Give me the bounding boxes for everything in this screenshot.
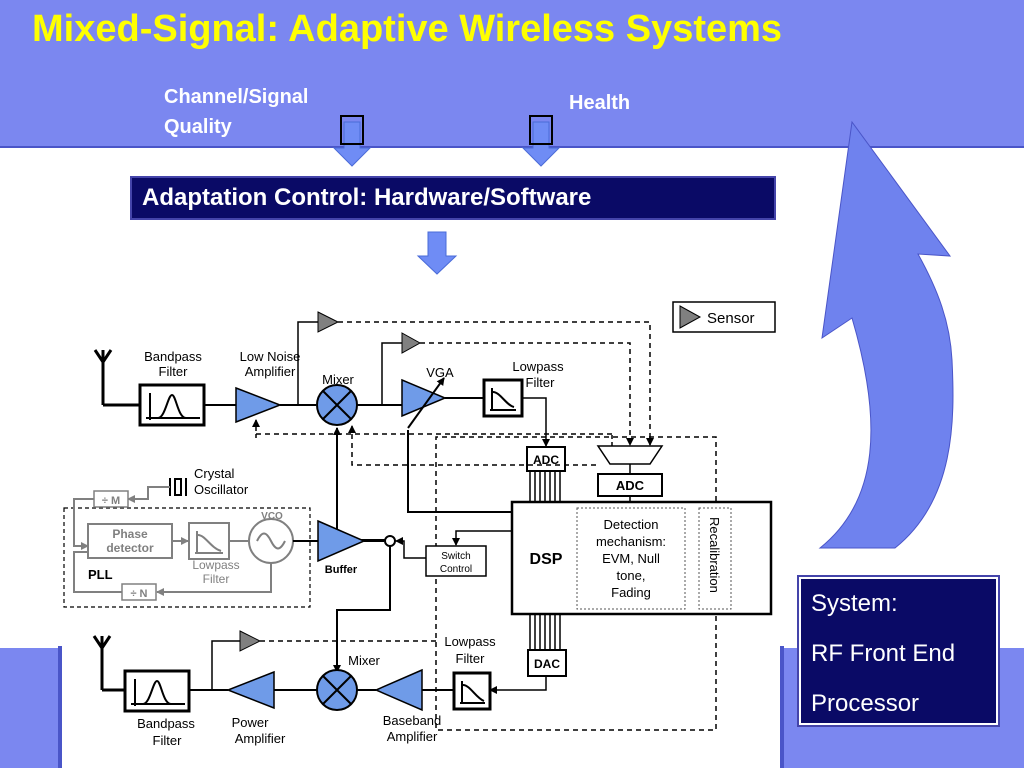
adc-top-label: ADC — [533, 453, 559, 467]
crystal-label: Oscillator — [194, 482, 249, 497]
pll-label: PLL — [88, 567, 113, 582]
tx-lowpass-label: Lowpass — [444, 634, 496, 649]
detection-mechanism-box — [576, 507, 686, 610]
baseband-label: Baseband — [383, 713, 442, 728]
crystal-oscillator-icon — [169, 478, 187, 496]
channel-quality-line1: Channel/Signal — [164, 86, 309, 108]
phase-detector-block — [87, 523, 173, 559]
crystal-label: Crystal — [194, 466, 235, 481]
power-amplifier-label: Amplifier — [235, 731, 286, 746]
baseband-label: Amplifier — [387, 729, 438, 744]
channel-marker-icon — [340, 115, 364, 145]
lna-label: Amplifier — [245, 364, 296, 379]
dsp-label: DSP — [530, 551, 563, 568]
sensor-triangle — [239, 630, 262, 652]
recalibration-box — [698, 507, 732, 610]
tx-lowpass-label: Filter — [456, 651, 486, 666]
channel-quality-label: Channel/Signal Quality — [164, 82, 308, 142]
phase-detector-label: detector — [106, 541, 154, 555]
rx-lowpass-label: Lowpass — [512, 359, 564, 374]
lo-split-node — [384, 535, 396, 547]
pll-lowpass-label: Lowpass — [192, 558, 239, 572]
rx-mixer-label: Mixer — [322, 372, 354, 387]
switch-control-block — [425, 545, 487, 577]
channel-quality-line2: Quality — [164, 116, 232, 138]
dac-label: DAC — [534, 657, 560, 671]
sensor-legend-icon — [679, 305, 702, 329]
down-arrow-icon — [416, 231, 458, 275]
rx-lowpass-label: Filter — [526, 375, 556, 390]
rx-bandpass-label: Filter — [159, 364, 189, 379]
power-amplifier — [225, 670, 275, 710]
tx-mixer-label: Mixer — [348, 653, 380, 668]
recalibration-label: Recalibration — [707, 517, 722, 593]
detection-label: mechanism: — [596, 534, 666, 549]
rx-antenna-icon — [93, 349, 113, 405]
tx-antenna-icon — [92, 635, 112, 690]
health-label: Health — [569, 92, 631, 114]
feedback-curved-arrow — [818, 120, 954, 549]
adaptation-control-box: Adaptation Control: Hardware/Software — [130, 176, 776, 220]
adaptation-control-label: Adaptation Control: Hardware/Software — [142, 184, 592, 211]
pll-lowpass-label: Filter — [203, 572, 230, 586]
lna-amplifier — [235, 386, 283, 424]
header-band — [0, 0, 1024, 146]
switch-control-label: Control — [440, 564, 472, 575]
page-title: Mixed-Signal: Adaptive Wireless Systems — [32, 8, 783, 50]
tx-bandpass-label: Filter — [153, 733, 183, 748]
tx-bandpass-label: Bandpass — [137, 716, 195, 731]
system-line3: Processor — [811, 690, 920, 717]
adc-mid-label: ADC — [616, 478, 645, 493]
health-marker-icon — [529, 115, 553, 145]
buffer-label: Buffer — [325, 564, 358, 576]
power-amplifier-label: Power — [232, 715, 270, 730]
system-line1: System: — [811, 590, 898, 617]
sensor-mux — [596, 445, 664, 465]
detection-label: EVM, Null — [602, 551, 660, 566]
vco-label: VCO — [261, 511, 283, 522]
phase-detector-label: Phase — [112, 527, 148, 541]
rx-bandpass-label: Bandpass — [144, 349, 202, 364]
vga-label: VGA — [426, 365, 454, 380]
sensor-legend-label: Sensor — [707, 310, 755, 327]
divide-m-label: ÷ M — [102, 495, 120, 507]
switch-control-label: Switch — [441, 551, 470, 562]
baseband-amplifier — [374, 668, 423, 712]
adc-top — [526, 446, 566, 472]
system-line2: RF Front End — [811, 640, 956, 667]
detection-label: tone, — [617, 568, 646, 583]
detection-label: Fading — [611, 585, 651, 600]
header-divider — [0, 146, 1024, 148]
lna-label: Low Noise — [240, 349, 301, 364]
sensor-triangle — [317, 311, 340, 333]
system-box: System: RF Front End Processor — [797, 575, 1000, 727]
adc-bus — [529, 471, 561, 502]
buffer-amplifier — [317, 519, 366, 563]
sensor-triangle — [401, 332, 422, 354]
pll-region — [63, 507, 311, 608]
divide-n-label: ÷ N — [130, 588, 147, 600]
dac-block — [527, 649, 567, 677]
dac-bus — [529, 614, 561, 650]
detection-label: Detection — [604, 517, 659, 532]
